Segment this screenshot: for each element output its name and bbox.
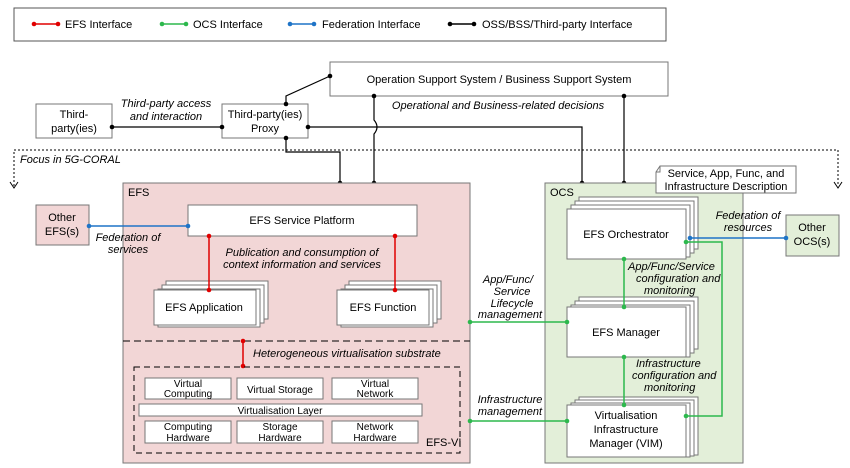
efs-manager-box xyxy=(566,306,687,358)
efs-application-label: EFS Application xyxy=(165,302,243,314)
vim-box xyxy=(566,404,687,458)
legend: EFS Interface OCS Interface Federation I… xyxy=(13,7,667,42)
proxy-oss-link xyxy=(285,75,331,104)
ocs-title: OCS xyxy=(550,187,574,199)
virtual-storage-label: Virtual Storage xyxy=(247,385,313,396)
efs-orchestrator-stack: EFS Orchestrator xyxy=(566,196,699,260)
legend-oss-label: OSS/BSS/Third-party Interface xyxy=(482,19,632,31)
other-efs-label-2: EFS(s) xyxy=(45,226,79,238)
heterogeneous-label: Heterogeneous virtualisation substrate xyxy=(253,348,441,360)
legend-federation-label: Federation Interface xyxy=(322,19,420,31)
service-config-label-1: App/Func/Service xyxy=(627,261,715,273)
proxy-label-2: Proxy xyxy=(251,123,280,135)
other-ocs-label-2: OCS(s) xyxy=(794,236,831,248)
publication-label-1: Publication and consumption of xyxy=(226,247,380,259)
virtual-computing-label-2: Computing xyxy=(164,389,212,400)
third-party-label-2: party(ies) xyxy=(51,123,97,135)
lifecycle-label-1: App/Func/ xyxy=(482,274,534,286)
oss-bss-label: Operation Support System / Business Supp… xyxy=(367,74,632,86)
lifecycle-label-3: Lifecycle xyxy=(491,298,534,310)
storage-hardware-box xyxy=(236,420,324,444)
third-party-label-1: Third- xyxy=(60,109,89,121)
computing-hardware-label-1: Computing xyxy=(164,422,212,433)
infra-config-label-1: Infrastructure xyxy=(636,358,701,370)
proxy-ocs-link xyxy=(308,126,583,183)
proxy-efs-link xyxy=(285,138,341,183)
publication-label-2: context information and services xyxy=(223,259,381,271)
efs-application-box xyxy=(153,289,257,326)
service-description-box: Service, App, Func, and Infrastructure D… xyxy=(655,165,797,194)
legend-efs: EFS Interface xyxy=(31,19,132,31)
proxy-box xyxy=(221,103,309,139)
infra-config-label-3: monitoring xyxy=(644,382,696,394)
infra-mgmt-label-1: Infrastructure xyxy=(478,394,543,406)
focus-boundary: Focus in 5G-CORAL xyxy=(9,149,843,189)
efs-function-stack: EFS Function xyxy=(336,280,442,328)
infra-mgmt-label-2: management xyxy=(478,406,543,418)
third-party-box xyxy=(35,103,113,139)
virtual-network-label-1: Virtual xyxy=(361,379,389,390)
other-efs-box xyxy=(35,204,90,246)
other-ocs-box xyxy=(785,214,840,257)
legend-ocs: OCS Interface xyxy=(159,19,263,31)
virtualisation-layer-label: Virtualisation Layer xyxy=(238,406,324,417)
legend-federation: Federation Interface xyxy=(287,19,420,31)
network-hardware-label-1: Network xyxy=(357,422,395,433)
efs-application-stack: EFS Application xyxy=(153,280,269,328)
network-hardware-label-2: Hardware xyxy=(353,433,397,444)
op-business-label: Operational and Business-related decisio… xyxy=(392,100,605,112)
efs-manager-label: EFS Manager xyxy=(592,327,660,339)
efs-title: EFS xyxy=(128,187,149,199)
other-efs-label-1: Other xyxy=(48,212,76,224)
efs-service-platform-box xyxy=(187,204,418,237)
virtualisation-layer-box xyxy=(138,403,423,417)
service-config-label-2: configuration and xyxy=(636,273,721,285)
service-description-label-1: Service, App, Func, and xyxy=(668,168,785,180)
other-ocs-label-1: Other xyxy=(798,222,826,234)
federation-services-label-1: Federation of xyxy=(96,232,162,244)
virtual-storage-box xyxy=(236,377,324,400)
legend-oss: OSS/BSS/Third-party Interface xyxy=(447,19,632,31)
oss-bss-box xyxy=(329,61,669,97)
virtual-network-box xyxy=(331,377,419,400)
federation-resources-label-1: Federation of xyxy=(716,210,782,222)
service-config-label-3: monitoring xyxy=(644,285,696,297)
efs-vi-label: EFS-VI xyxy=(426,437,461,449)
vim-label-1: Virtualisation xyxy=(595,410,658,422)
storage-hardware-label-1: Storage xyxy=(262,422,297,433)
federation-resources-label-2: resources xyxy=(724,222,773,234)
efs-orchestrator-box xyxy=(566,208,687,260)
focus-label: Focus in 5G-CORAL xyxy=(20,154,121,166)
oss-efs-link xyxy=(373,96,378,183)
efs-manager-stack: EFS Manager xyxy=(566,296,699,358)
efs-orchestrator-label: EFS Orchestrator xyxy=(583,229,669,241)
efs-vi-region xyxy=(133,366,461,454)
efs-function-label: EFS Function xyxy=(350,302,417,314)
legend-ocs-label: OCS Interface xyxy=(193,19,263,31)
efs-service-platform-label: EFS Service Platform xyxy=(249,215,354,227)
service-description-label-2: Infrastructure Description xyxy=(665,181,788,193)
third-party-access-label-1: Third-party access xyxy=(121,98,212,110)
lifecycle-label-4: management xyxy=(478,309,543,321)
efs-function-box xyxy=(336,289,430,326)
storage-hardware-label-2: Hardware xyxy=(258,433,302,444)
computing-hardware-box xyxy=(144,420,232,444)
virtual-network-label-2: Network xyxy=(357,389,395,400)
lifecycle-label-2: Service xyxy=(494,286,531,298)
vim-label-3: Manager (VIM) xyxy=(589,438,662,450)
vim-label-2: Infrastructure xyxy=(594,424,659,436)
proxy-label-1: Third-party(ies) xyxy=(228,109,303,121)
virtual-computing-box xyxy=(144,377,232,400)
infra-config-label-2: configuration and xyxy=(632,370,717,382)
orchestrator-vim-link xyxy=(686,241,723,417)
virtual-computing-label-1: Virtual xyxy=(174,379,202,390)
legend-efs-label: EFS Interface xyxy=(65,19,132,31)
network-hardware-box xyxy=(331,420,419,444)
computing-hardware-label-2: Hardware xyxy=(166,433,210,444)
federation-services-label-2: services xyxy=(108,244,149,256)
vim-stack: Virtualisation Infrastructure Manager (V… xyxy=(566,396,699,458)
third-party-access-label-2: and interaction xyxy=(130,111,202,123)
